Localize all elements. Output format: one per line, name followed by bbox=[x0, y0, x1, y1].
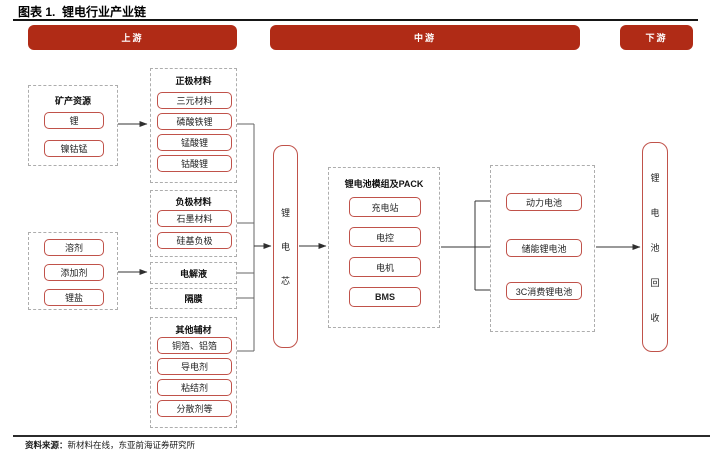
group-mineral-resources-label: 矿产资源 bbox=[54, 96, 91, 106]
footer-divider bbox=[13, 435, 710, 437]
node-motor: 电机 bbox=[349, 257, 421, 277]
node-battery-cell: 锂电芯 bbox=[273, 145, 298, 348]
node-electric-control: 电控 bbox=[349, 227, 421, 247]
node-binder: 粘结剂 bbox=[157, 379, 232, 396]
node-battery-recycling-label: 锂电池回收 bbox=[650, 172, 660, 323]
node-battery-recycling: 锂电池回收 bbox=[642, 142, 668, 352]
node-conductive-agent: 导电剂 bbox=[157, 358, 232, 375]
page-title: 图表 1. 锂电行业产业链 bbox=[18, 5, 147, 19]
group-downstream-batteries: 动力电池 储能锂电池 3C消费锂电池 bbox=[490, 165, 595, 332]
node-graphite-material: 石墨材料 bbox=[157, 210, 232, 227]
group-auxiliary-materials: 其他辅材 铜箔、铝箔 导电剂 粘结剂 分散剂等 bbox=[150, 317, 237, 428]
stage-bar-midstream: 中游 bbox=[270, 25, 580, 50]
group-auxiliary-materials-label: 其他辅材 bbox=[175, 325, 212, 335]
group-anode-materials-label: 负极材料 bbox=[175, 197, 212, 207]
node-additive: 添加剂 bbox=[44, 264, 104, 281]
node-lithium-manganate: 锰酸锂 bbox=[157, 134, 232, 151]
node-lithium: 锂 bbox=[44, 112, 104, 129]
node-charging-station: 充电站 bbox=[349, 197, 421, 217]
title-divider bbox=[13, 19, 698, 21]
group-cathode-materials-label: 正极材料 bbox=[175, 76, 212, 86]
node-dispersant: 分散剂等 bbox=[157, 400, 232, 417]
node-battery-cell-label: 锂电芯 bbox=[280, 208, 290, 286]
group-electrolyte-inputs: 溶剂 添加剂 锂盐 bbox=[28, 232, 118, 310]
node-3c-consumer-battery: 3C消费锂电池 bbox=[506, 282, 582, 300]
node-bms: BMS bbox=[349, 287, 421, 307]
group-separator: 隔膜 bbox=[150, 288, 237, 309]
node-lithium-iron-phosphate: 磷酸铁锂 bbox=[157, 113, 232, 130]
source-note-text: 新材料在线，东亚前海证券研究所 bbox=[67, 440, 196, 450]
stage-bar-midstream-label: 中游 bbox=[413, 33, 436, 43]
stage-bar-downstream: 下游 bbox=[620, 25, 693, 50]
group-anode-materials: 负极材料 石墨材料 硅基负极 bbox=[150, 190, 237, 257]
node-copper-aluminum-foil: 铜箔、铝箔 bbox=[157, 337, 232, 354]
node-lithium-cobaltate: 钴酸锂 bbox=[157, 155, 232, 172]
node-lithium-salt: 锂盐 bbox=[44, 289, 104, 306]
stage-bar-upstream: 上游 bbox=[28, 25, 237, 50]
group-module-pack-label: 锂电池模组及PACK bbox=[344, 179, 424, 189]
node-power-battery: 动力电池 bbox=[506, 193, 582, 211]
node-solvent: 溶剂 bbox=[44, 239, 104, 256]
source-note: 资料来源：新材料在线，东亚前海证券研究所 bbox=[25, 439, 195, 450]
node-silicon-anode: 硅基负极 bbox=[157, 232, 232, 249]
stage-bar-upstream-label: 上游 bbox=[121, 33, 144, 43]
stage-bar-downstream-label: 下游 bbox=[645, 33, 668, 43]
source-note-label: 资料来源： bbox=[25, 440, 68, 450]
group-electrolyte: 电解液 bbox=[150, 262, 237, 284]
group-separator-label: 隔膜 bbox=[184, 294, 203, 304]
group-electrolyte-label: 电解液 bbox=[179, 268, 207, 279]
group-mineral-resources: 矿产资源 锂 镍钴锰 bbox=[28, 85, 118, 166]
group-cathode-materials: 正极材料 三元材料 磷酸铁锂 锰酸锂 钴酸锂 bbox=[150, 68, 237, 183]
node-energy-storage-battery: 储能锂电池 bbox=[506, 239, 582, 257]
node-ternary-material: 三元材料 bbox=[157, 92, 232, 109]
group-module-pack: 锂电池模组及PACK 充电站 电控 电机 BMS bbox=[328, 167, 440, 328]
node-nickel-cobalt-manganese: 镍钴锰 bbox=[44, 140, 104, 157]
